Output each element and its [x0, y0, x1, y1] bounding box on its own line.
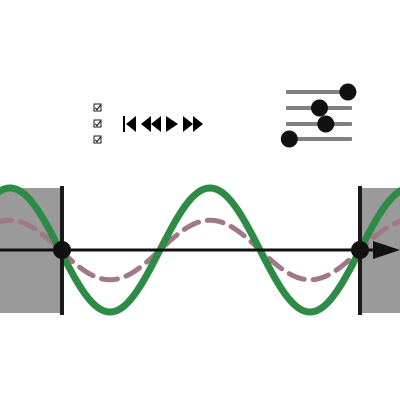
checkbox-2[interactable]	[93, 119, 102, 128]
slider-3[interactable]	[286, 115, 352, 133]
right-boundary-handle[interactable]	[351, 241, 369, 259]
skip-to-start-button[interactable]	[123, 116, 136, 132]
checkmark-icon	[94, 136, 101, 143]
slider-thumb[interactable]	[339, 83, 357, 101]
skip-to-start-icon	[123, 116, 136, 132]
left-boundary-handle[interactable]	[53, 241, 71, 259]
slider-group	[280, 83, 357, 148]
step-back-icon	[141, 116, 161, 132]
slider-1[interactable]	[286, 83, 357, 101]
axis-arrow-icon	[373, 241, 400, 259]
checkbox-3[interactable]	[93, 135, 102, 144]
slider-2[interactable]	[286, 99, 352, 117]
playback-controls	[123, 116, 203, 132]
slider-thumb[interactable]	[311, 99, 328, 117]
slider-track	[286, 90, 352, 94]
slider-track	[286, 137, 352, 141]
step-back-button[interactable]	[141, 116, 161, 132]
checkmark-icon	[94, 120, 101, 127]
play-button[interactable]	[166, 116, 178, 132]
checkbox-1[interactable]	[93, 103, 102, 112]
slider-thumb[interactable]	[317, 115, 335, 133]
checkbox-group	[93, 103, 102, 144]
slider-4[interactable]	[280, 130, 352, 148]
play-icon	[166, 116, 178, 132]
fast-forward-icon	[183, 116, 203, 132]
slider-thumb[interactable]	[280, 130, 298, 148]
fast-forward-button[interactable]	[183, 116, 203, 132]
checkmark-icon	[94, 104, 101, 111]
